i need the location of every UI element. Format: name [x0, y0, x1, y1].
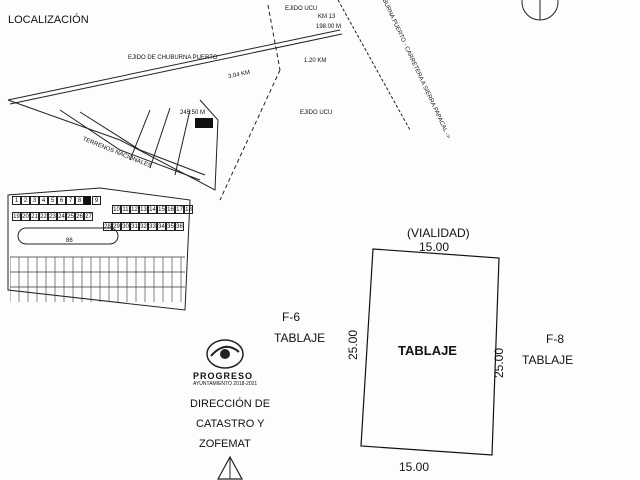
lot-grid-lower [10, 256, 185, 302]
coat-of-arms-icon [216, 455, 244, 480]
lot-cell: 16 [166, 205, 175, 214]
seal-brand: PROGRESO [193, 371, 254, 381]
lot-cell: 12 [130, 205, 139, 214]
lot-cell: 33 [148, 222, 157, 231]
plan-right-dimension: 25.00 [492, 347, 507, 379]
seal-line-2: CATASTRO Y [196, 418, 265, 430]
plan-center-label: TABLAJE [398, 343, 457, 358]
seal-subtitle: AYUNTAMIENTO 2018-2021 [193, 381, 258, 387]
lot-cell: 17 [175, 205, 184, 214]
lot-cell: 23 [48, 212, 57, 221]
lot-cell: 8 [75, 196, 84, 205]
progreso-logo-icon [206, 339, 244, 369]
lot-cell: 27 [84, 212, 93, 221]
lot-cell: 19 [12, 212, 21, 221]
lot-cell: 30 [121, 222, 130, 231]
lot-cell: 32 [139, 222, 148, 231]
plan-right-lot-type: TABLAJE [522, 353, 574, 367]
lot-cell: 31 [130, 222, 139, 231]
lot-cell: 25 [66, 212, 75, 221]
lot-cell: 26 [75, 212, 84, 221]
lot-cell: 10 [112, 205, 121, 214]
lot-cell: 7 [66, 196, 75, 205]
lot-cell: 6 [57, 196, 66, 205]
map-label-ejido-ucu-mid: EJIDO UCU [300, 110, 333, 116]
plan-left-dimension: 25.00 [346, 329, 361, 361]
localizacion-title: LOCALIZACIÓN [8, 14, 89, 26]
lot-cell: 1 [12, 196, 21, 205]
plan-right-lot-id: F-8 [546, 332, 564, 346]
lot-cell: 11 [121, 205, 130, 214]
plan-left-lot-id: F-6 [282, 310, 300, 324]
lot-cell: 24 [57, 212, 66, 221]
map-label-lot-86: 86 [66, 238, 73, 244]
lot-cell: 3 [30, 196, 39, 205]
plan-top-dimension: 15.00 [419, 240, 450, 254]
lot-cell: 21 [30, 212, 39, 221]
map-label-dist-120: 1.20 KM [304, 58, 327, 64]
lot-cell: 36 [175, 222, 184, 231]
lot-cell: 14 [148, 205, 157, 214]
lot-cell: 15 [157, 205, 166, 214]
plan-vialidad-label: (VIALIDAD) [407, 226, 470, 240]
seal-line-1: DIRECCIÓN DE [190, 398, 271, 410]
lot-cell: 5 [48, 196, 57, 205]
lot-cell: 2 [21, 196, 30, 205]
lot-cell: 34 [157, 222, 166, 231]
map-label-ejido-chuburna: EJIDO DE CHUBURNA PUERTO [128, 55, 218, 61]
lot-cell: 18 [184, 205, 193, 214]
plan-bottom-dimension: 15.00 [399, 460, 430, 474]
lot-cell: 20 [21, 212, 30, 221]
lot-cell: 35 [166, 222, 175, 231]
seal-line-3: ZOFEMAT [199, 438, 251, 450]
lot-cell: 9 [92, 196, 101, 205]
subject-lot-marker [195, 118, 213, 128]
plan-left-lot-type: TABLAJE [274, 331, 326, 345]
subject-lot-marker-grid [83, 196, 91, 205]
lot-plan-outline [360, 248, 500, 456]
map-label-dist-198: 198.00 M [316, 24, 342, 30]
lot-cell: 4 [39, 196, 48, 205]
map-label-ejido-ucu-top: EJIDO UCU [285, 6, 318, 12]
lot-cell: 13 [139, 205, 148, 214]
lot-cell: 22 [39, 212, 48, 221]
map-label-dist-245: 245.50 M [180, 110, 206, 116]
lot-cell: 28 [103, 222, 112, 231]
map-label-km13: KM 13 [318, 14, 336, 20]
lot-cell: 29 [112, 222, 121, 231]
